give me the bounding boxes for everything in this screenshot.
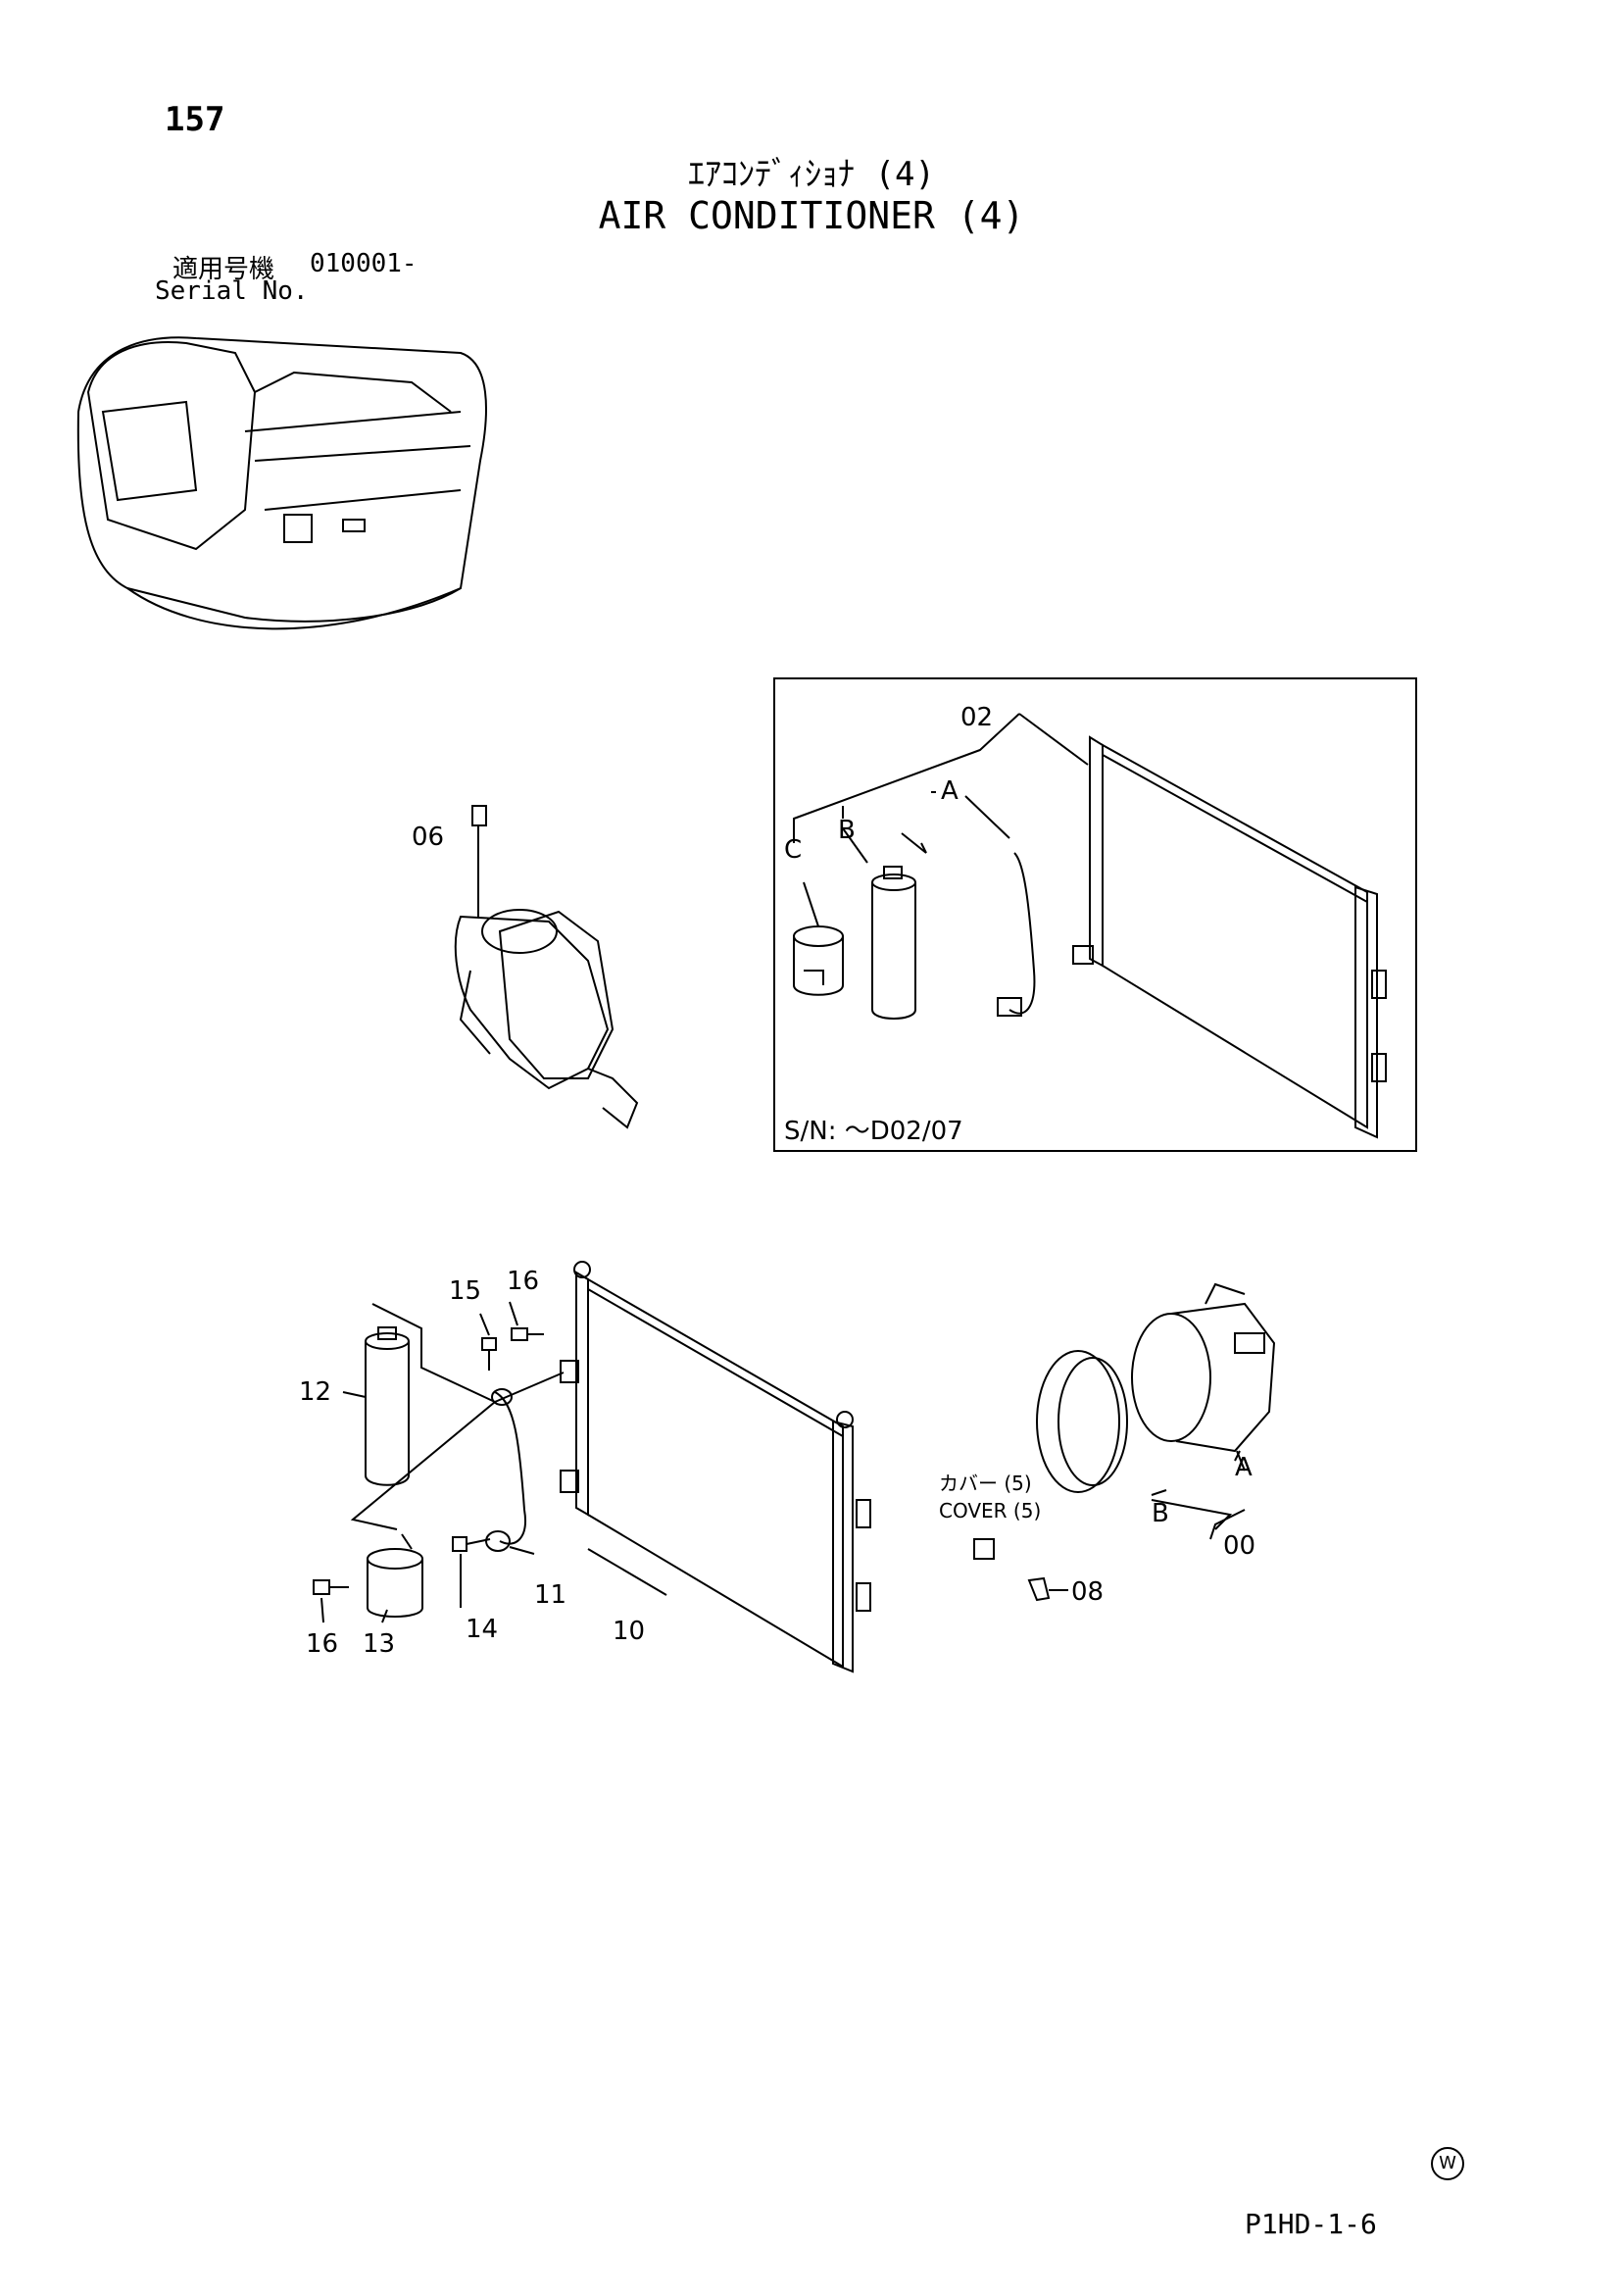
callout-compressor-a: A <box>1235 1453 1253 1482</box>
pipe <box>494 1391 526 1545</box>
excavator-overview-illustration <box>76 336 487 630</box>
serial-label-japanese: 適用号機 <box>172 255 275 284</box>
compressor-leaders <box>1151 1450 1241 1530</box>
watermark-symbol: W <box>1431 2147 1464 2180</box>
receiver-tank <box>365 1326 410 1486</box>
cover-note-japanese: カバー (5) <box>939 1472 1032 1495</box>
inset-receiver-tank <box>871 866 916 1020</box>
callout-06: 06 <box>412 823 444 852</box>
callout-inset-a: A <box>941 776 959 806</box>
inset-frame <box>773 677 1417 1152</box>
inset-leader-c <box>803 881 819 927</box>
callout-08: 08 <box>1071 1577 1104 1607</box>
inset-bracket <box>793 925 844 996</box>
page-title: AIR CONDITIONER (4) <box>598 194 1025 237</box>
pipe-fitting-top <box>491 1388 513 1406</box>
inset-leaders-2 <box>842 795 1010 864</box>
bolts <box>313 1327 544 1595</box>
inset-condenser <box>1072 735 1387 1139</box>
main-condenser <box>560 1261 871 1673</box>
inset-serial-note: S/N: ～D02/07 <box>784 1117 963 1146</box>
callout-inset-b: B <box>838 816 856 845</box>
callout-compressor-b: B <box>1152 1499 1169 1528</box>
inset-pipe <box>1008 852 1036 1015</box>
footer-code: P1HD-1-6 <box>1245 2208 1377 2240</box>
cover-part <box>973 1538 995 1560</box>
bracket <box>367 1533 423 1618</box>
callout-12: 12 <box>299 1377 331 1407</box>
serial-label: Serial No. <box>155 276 309 306</box>
callout-16-bottom: 16 <box>306 1629 338 1659</box>
callout-leaders <box>320 1301 667 1623</box>
serial-value: 010001- <box>310 249 418 278</box>
main-leaders <box>342 1303 565 1530</box>
ac-unit-illustration <box>454 805 639 1129</box>
title-japanese: ｴｱｺﾝﾃﾞｨｼｮﾅ (4) <box>688 155 935 194</box>
callout-00: 00 <box>1223 1531 1255 1561</box>
clip-part <box>1027 1576 1051 1602</box>
callout-14: 14 <box>466 1615 498 1644</box>
cover-note: COVER (5) <box>939 1499 1041 1522</box>
callout-10: 10 <box>613 1617 645 1646</box>
page-number: 157 <box>165 100 225 139</box>
compressor-leaders-2 <box>1209 1450 1246 1540</box>
callout-inset-c: C <box>784 835 802 865</box>
pipe-fitting-bottom <box>485 1530 511 1552</box>
inset-leaders <box>793 713 1089 843</box>
compressor <box>1036 1282 1276 1493</box>
callout-13: 13 <box>363 1629 395 1659</box>
callout-11: 11 <box>534 1580 566 1610</box>
callout-16-top: 16 <box>507 1267 539 1296</box>
callout-02: 02 <box>960 703 993 732</box>
callout-15: 15 <box>449 1276 481 1306</box>
inset-pipe-fitting <box>997 997 1022 1017</box>
